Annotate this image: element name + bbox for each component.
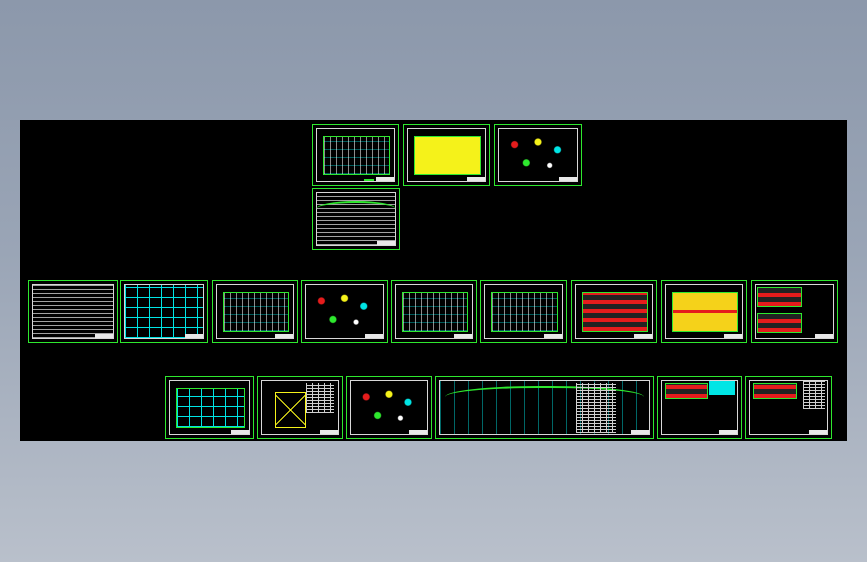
drawing-sheet-section[interactable] [312,188,400,250]
sheet-border [261,380,339,435]
red-band-plan [582,291,648,332]
sheet-border [407,128,486,182]
framing-plan [491,291,558,332]
elevation-strips [757,287,802,308]
title-block [95,334,113,338]
x-bracing-detail [274,392,307,428]
material-table [576,383,616,433]
title-block [231,430,249,434]
drawing-sheet-plan-1[interactable] [212,280,298,343]
portal-frame-profile [444,385,645,398]
schedule-table [124,284,204,339]
sheet-border [316,128,395,182]
sheet-border [749,380,828,435]
title-block [365,334,383,338]
drawing-sheet-bracing[interactable] [257,376,343,439]
filled-plan-area [414,135,481,175]
drawing-sheet-yellow-red-plan[interactable] [661,280,747,343]
sheet-border [216,284,294,339]
grid-plan [176,387,245,428]
sheet-border [169,380,250,435]
sheet-border [484,284,563,339]
title-block [815,334,833,338]
title-block [809,430,827,434]
title-block-mark [364,179,374,181]
drawing-sheet-elevations[interactable] [751,280,838,343]
member-table [803,381,825,409]
title-block [409,430,427,434]
member-table [306,383,334,413]
cad-model-space[interactable] [20,120,847,441]
drawing-sheet-long-section[interactable] [435,376,654,439]
sheet-border [661,380,738,435]
drawing-sheet-details-top[interactable] [494,124,582,186]
title-block [724,334,742,338]
yellow-red-plan [672,291,738,332]
sheet-border [395,284,473,339]
drawing-sheet-general-notes[interactable] [28,280,118,343]
title-block [454,334,472,338]
cyan-table [709,381,735,395]
truss-section-line [316,201,396,209]
title-block [376,177,394,181]
title-block [719,430,737,434]
title-block [377,241,395,245]
drawing-sheet-plan-3[interactable] [480,280,567,343]
drawing-sheet-roof-plan[interactable] [312,124,399,186]
drawing-sheet-red-plan[interactable] [571,280,657,343]
drawing-sheet-bottom-plan[interactable] [165,376,254,439]
title-block [631,430,649,434]
general-notes-text [32,284,114,339]
title-block [320,430,338,434]
title-block [275,334,293,338]
drawing-sheet-connections[interactable] [346,376,432,439]
elevation-strips [757,312,802,334]
title-block [185,334,203,338]
connection-details [350,380,428,435]
sheet-border [665,284,743,339]
frame-elevation [752,383,798,399]
drawing-sheet-frame-detail[interactable] [657,376,742,439]
detail-drawings [305,284,384,339]
title-block [467,177,485,181]
title-block [634,334,652,338]
framing-plan [402,291,468,332]
drawing-sheet-plan-2[interactable] [391,280,477,343]
drawing-sheet-final[interactable] [745,376,832,439]
drawing-sheet-yellow-plan[interactable] [403,124,490,186]
drawing-sheet-cyan-schedule[interactable] [120,280,208,343]
title-block [544,334,562,338]
sheet-border [575,284,653,339]
framing-plan [223,291,289,332]
sheet-border [755,284,834,339]
drawing-sheet-details-1[interactable] [301,280,388,343]
detail-drawings [498,128,578,182]
roof-framing-plan [323,135,390,175]
title-block [559,177,577,181]
frame-elevation [664,383,709,399]
